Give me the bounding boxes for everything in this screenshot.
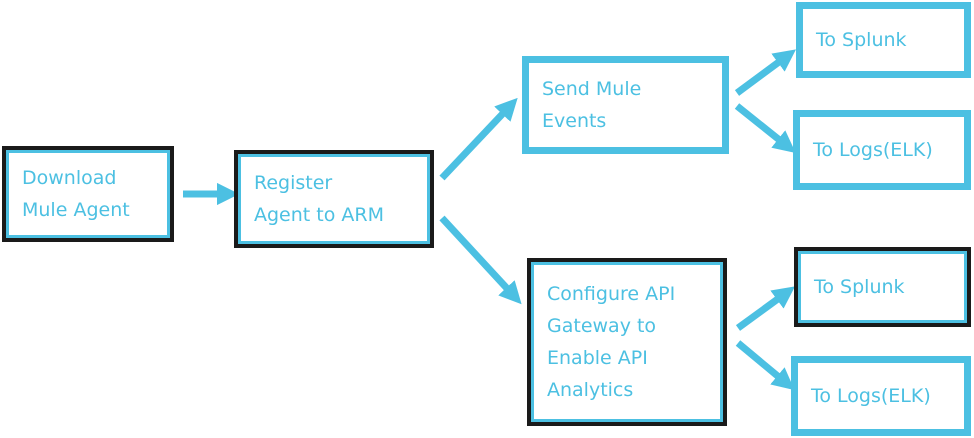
arrow-send-events-to-logs-top (734, 103, 796, 153)
node-to-logs-top: To Logs(ELK) (793, 110, 971, 190)
node-label: To Splunk (814, 276, 905, 298)
node-download-mule-agent: Download Mule Agent (2, 146, 174, 242)
arrow-configure-gateway-to-logs-bottom (735, 340, 795, 391)
node-register-agent: Register Agent to ARM (234, 150, 434, 248)
node-label: To Splunk (816, 29, 907, 51)
node-label: To Logs(ELK) (811, 385, 931, 407)
arrow-register-to-send-events (439, 97, 518, 181)
node-label: Configure API Gateway to Enable API Anal… (547, 283, 676, 401)
node-label: Register Agent to ARM (254, 172, 384, 226)
arrow-send-events-to-splunk-top (734, 49, 797, 96)
node-configure-api-gateway: Configure API Gateway to Enable API Anal… (527, 258, 727, 426)
arrow-configure-gateway-to-splunk-bottom (735, 286, 796, 331)
arrow-register-to-configure-gateway (439, 215, 522, 305)
node-label: Download Mule Agent (22, 167, 130, 221)
node-to-logs-bottom: To Logs(ELK) (791, 356, 971, 436)
node-send-mule-events: Send Mule Events (522, 56, 729, 154)
node-label: Send Mule Events (542, 78, 642, 132)
node-label: To Logs(ELK) (813, 139, 933, 161)
node-to-splunk-bottom: To Splunk (794, 247, 971, 327)
node-to-splunk-top: To Splunk (796, 2, 971, 78)
